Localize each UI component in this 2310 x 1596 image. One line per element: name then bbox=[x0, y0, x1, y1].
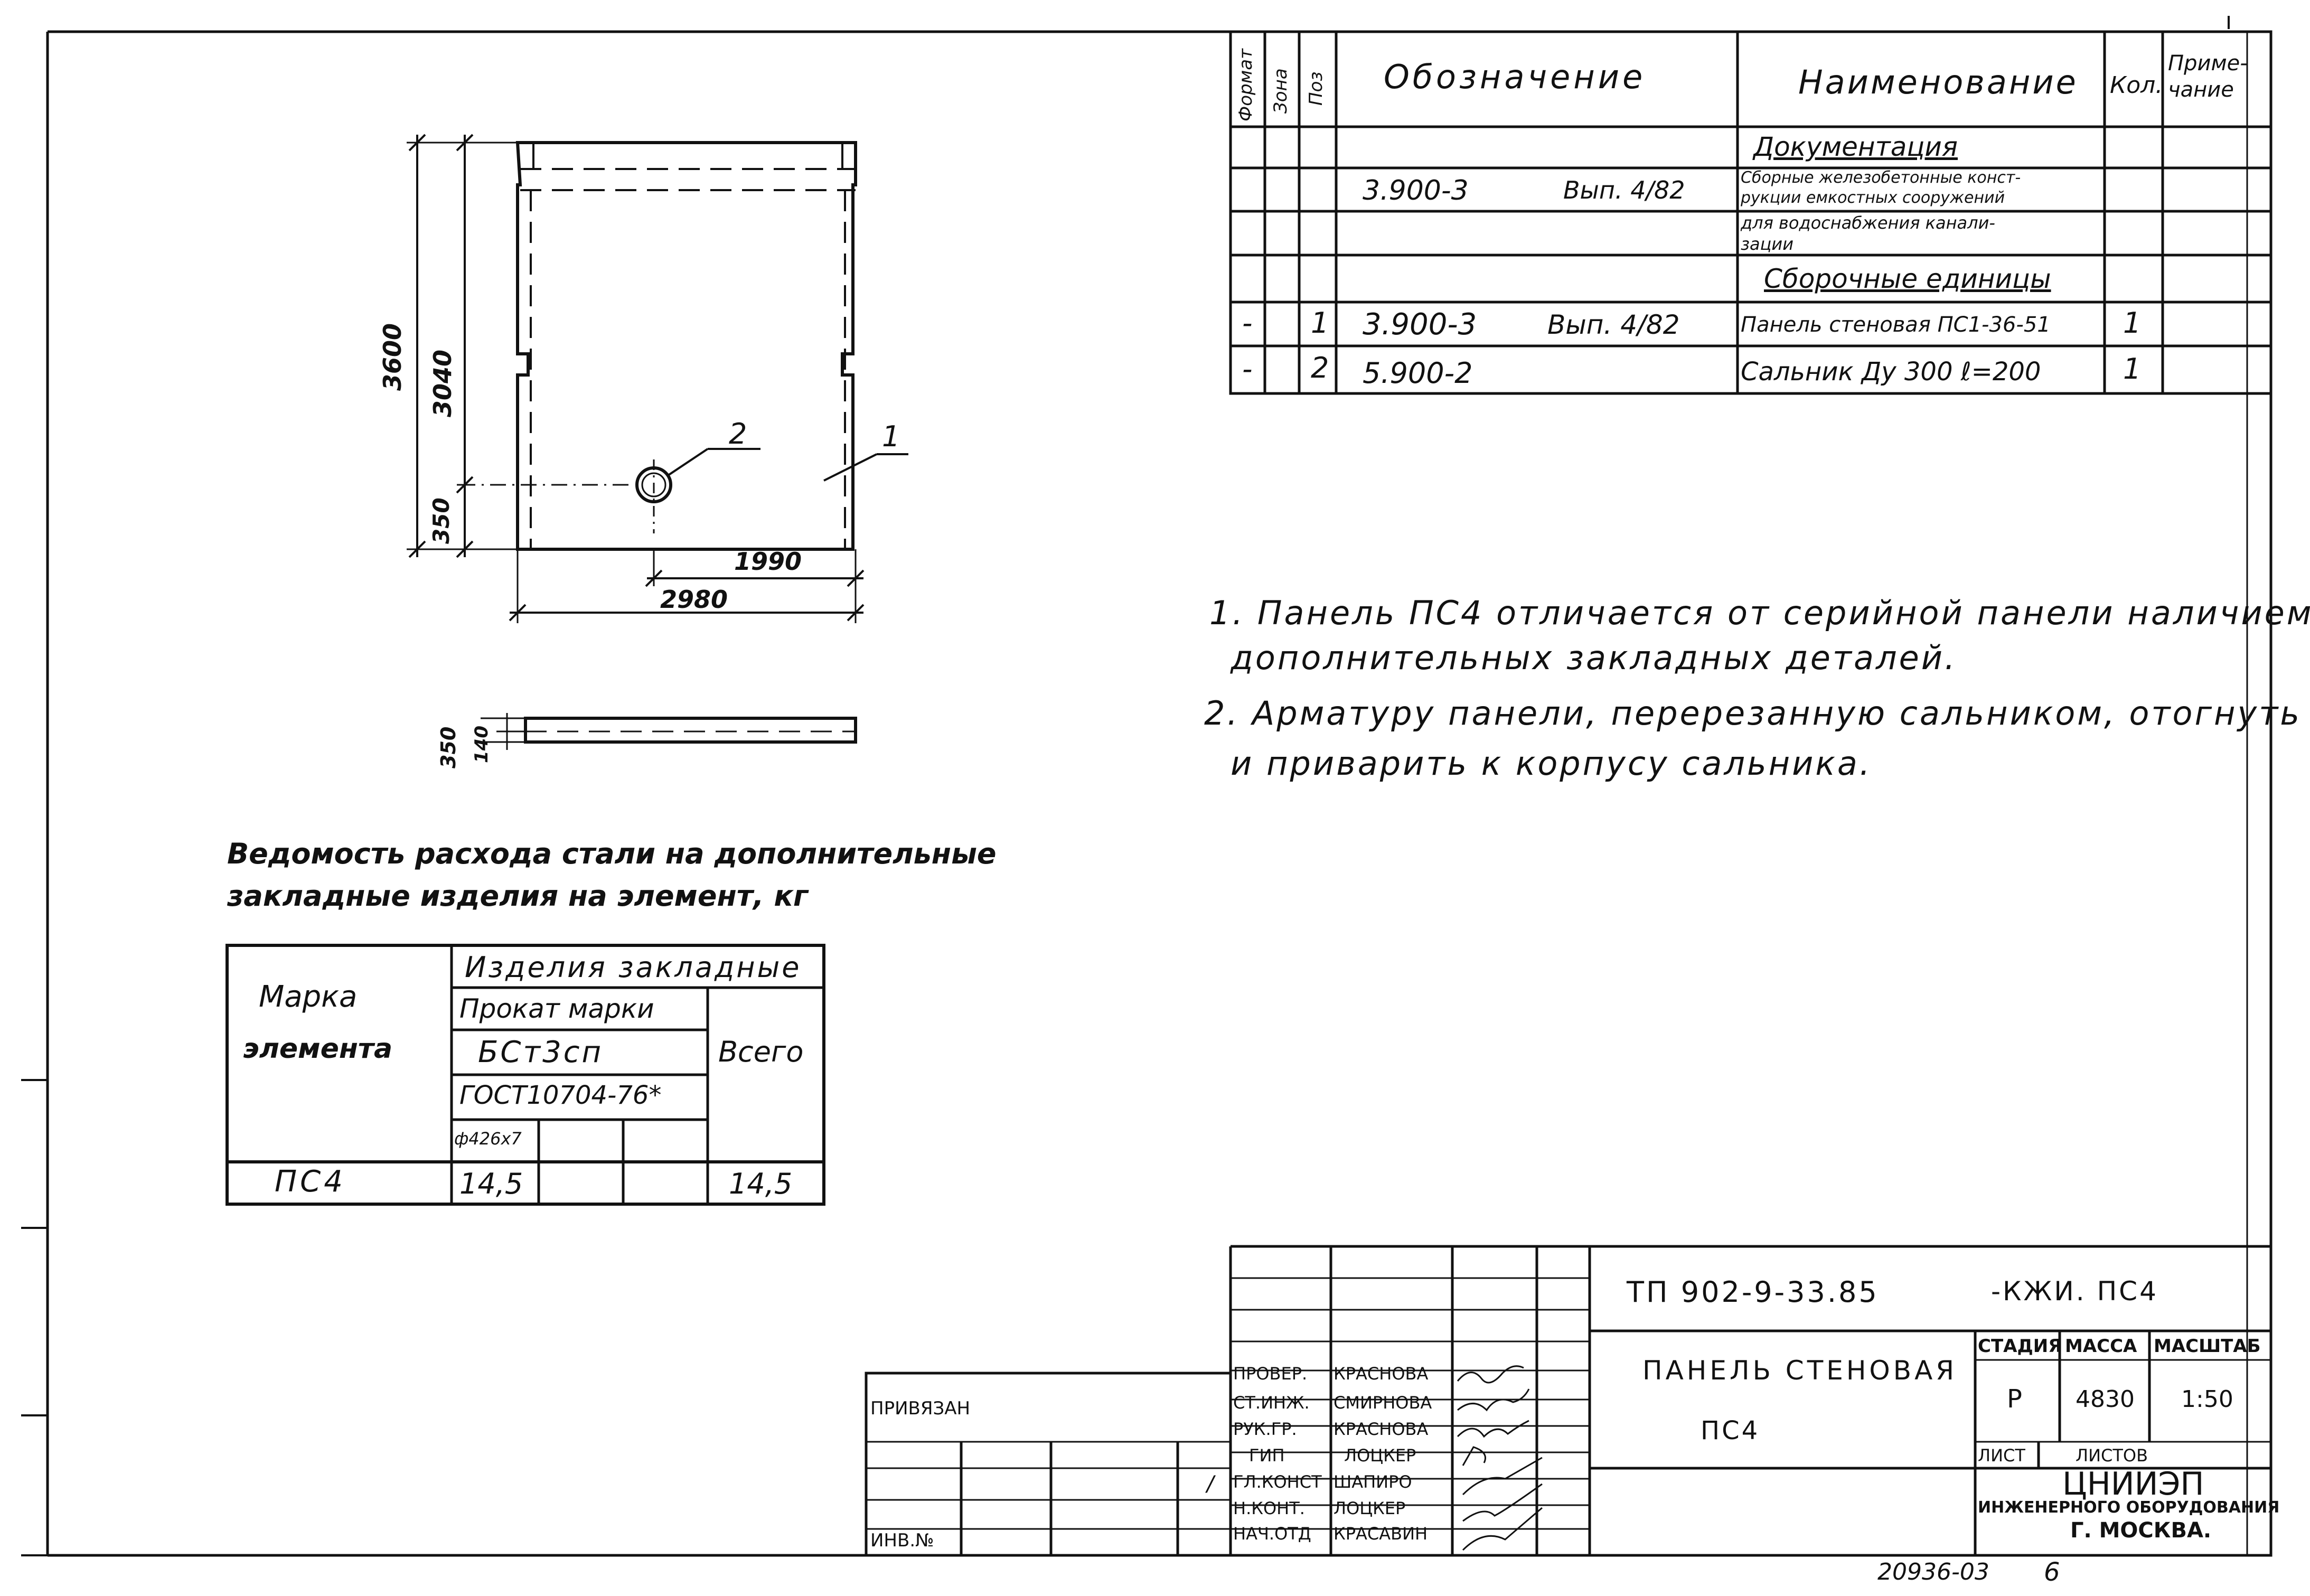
note-1-line-1: 1. Панель ПС4 отличается от серийной пан… bbox=[1209, 594, 2310, 632]
spec-row2-format: - bbox=[1242, 352, 1253, 386]
stamp-name-4: ЛОЦКЕР bbox=[1344, 1445, 1416, 1466]
stamp-role-3: РУК.ГР. bbox=[1233, 1419, 1297, 1439]
signature-3 bbox=[1457, 1420, 1529, 1438]
steel-col-mark-2: элемента bbox=[243, 1033, 393, 1065]
spec-row1-issue: Вып. 4/82 bbox=[1547, 309, 1680, 340]
dim-side-350: 350 bbox=[437, 726, 460, 768]
footer-number: 20936-03 bbox=[1877, 1559, 1989, 1585]
stamp-stage: Р bbox=[2007, 1384, 2022, 1414]
signature-2 bbox=[1457, 1388, 1530, 1412]
stamp-name-6: ЛОЦКЕР bbox=[1334, 1498, 1406, 1518]
spec-row2-designation: 5.900-2 bbox=[1363, 356, 1473, 390]
stamp-name-7: КРАСАВИН bbox=[1334, 1524, 1428, 1544]
stamp-org-3: Г. МОСКВА. bbox=[2070, 1518, 2212, 1543]
spec-header-designation: Обозначение bbox=[1384, 58, 1646, 96]
signature-5 bbox=[1462, 1457, 1543, 1496]
spec-row2-name: Сальник Ду 300 ℓ=200 bbox=[1741, 357, 2041, 387]
stamp-mass-header: МАССА bbox=[2065, 1336, 2137, 1357]
stamp-role-1: ПРОВЕР. bbox=[1233, 1364, 1308, 1384]
stamp-name-5: ШАПИРО bbox=[1334, 1472, 1412, 1492]
signature-6 bbox=[1462, 1483, 1543, 1522]
stamp-code: ТП 902-9-33.85 bbox=[1627, 1275, 1879, 1309]
spec-header-format: Формат bbox=[1235, 49, 1256, 121]
steel-sub-2: БСт3сп bbox=[478, 1035, 604, 1069]
dim-1990: 1990 bbox=[734, 547, 802, 576]
stamp-sheet-code: -КЖИ. ПС4 bbox=[1991, 1276, 2158, 1307]
steel-title-2: закладные изделия на элемент, кг bbox=[227, 879, 809, 913]
spec-section-doc: Документация bbox=[1753, 132, 1958, 162]
dim-side-140: 140 bbox=[471, 726, 492, 763]
spec-row2-qty: 1 bbox=[2123, 352, 2142, 386]
note-2-line-1: 2. Арматуру панели, перерезанную сальник… bbox=[1204, 694, 2302, 733]
spec-row1-pos: 1 bbox=[1311, 306, 1329, 340]
steel-row-total: 14,5 bbox=[729, 1167, 793, 1200]
spec-doc-name-3: для водоснабжения канали- bbox=[1741, 213, 1995, 233]
stamp-inv-no: ИНВ.№ bbox=[870, 1530, 934, 1551]
stamp-role-6: Н.КОНТ. bbox=[1233, 1498, 1305, 1518]
spec-row1-format: - bbox=[1242, 306, 1253, 340]
dim-2980: 2980 bbox=[660, 585, 728, 614]
spec-header-pos: Поз bbox=[1306, 71, 1327, 106]
footer-page: 6 bbox=[2044, 1557, 2060, 1587]
spec-doc-designation: 3.900-3 bbox=[1363, 175, 1469, 206]
stamp-scale-header: МАСШТАБ bbox=[2154, 1336, 2261, 1357]
signature-1 bbox=[1457, 1365, 1524, 1384]
signature-4 bbox=[1462, 1446, 1486, 1466]
stamp-name-1: КРАСНОВА bbox=[1334, 1364, 1429, 1384]
stamp-scale: 1:50 bbox=[2181, 1386, 2233, 1413]
stamp-role-2: СТ.ИНЖ. bbox=[1233, 1393, 1310, 1413]
spec-doc-name-2: рукции емкостных сооружений bbox=[1741, 189, 2005, 207]
stamp-org-2: ИНЖЕНЕРНОГО ОБОРУДОВАНИЯ bbox=[1978, 1498, 2280, 1517]
spec-doc-name-1: Сборные железобетонные конст- bbox=[1741, 168, 2021, 187]
steel-col-total: Всего bbox=[718, 1035, 804, 1068]
leader-label-1: 1 bbox=[882, 420, 900, 453]
spec-row1-qty: 1 bbox=[2123, 306, 2142, 340]
stamp-name-2: СМИРНОВА bbox=[1334, 1393, 1432, 1413]
stamp-role-5: ГЛ.КОНСТ bbox=[1233, 1472, 1322, 1492]
leader-label-2: 2 bbox=[729, 417, 747, 450]
stamp-org-1: ЦНИИЭП bbox=[2062, 1466, 2204, 1503]
spec-header-qty: Кол. bbox=[2110, 72, 2163, 99]
signature-7 bbox=[1462, 1507, 1543, 1551]
dim-3040: 3040 bbox=[428, 349, 457, 417]
panel-outline bbox=[515, 141, 857, 551]
stamp-mass: 4830 bbox=[2076, 1386, 2135, 1413]
note-2-line-2: и приварить к корпусу сальника. bbox=[1231, 744, 1872, 783]
spec-header-zone: Зона bbox=[1270, 68, 1291, 114]
panel-side-view bbox=[524, 717, 857, 744]
spec-row2-pos: 2 bbox=[1311, 351, 1329, 384]
steel-row-mark: ПС4 bbox=[275, 1165, 346, 1199]
page-frame bbox=[48, 30, 2273, 1557]
spec-section-asm: Сборочные единицы bbox=[1764, 264, 2051, 294]
stamp-slash: / bbox=[1207, 1472, 1214, 1496]
stamp-role-7: НАЧ.ОТД bbox=[1233, 1524, 1311, 1544]
spec-row1-designation: 3.900-3 bbox=[1363, 307, 1477, 342]
steel-sub-1: Прокат марки bbox=[459, 993, 654, 1024]
steel-sub-4: ф426х7 bbox=[454, 1129, 522, 1149]
note-1-line-2: дополнительных закладных деталей. bbox=[1231, 639, 1957, 677]
stamp-privyazan: ПРИВЯЗАН bbox=[870, 1398, 971, 1419]
spec-header-note: Приме-чание bbox=[2168, 51, 2248, 102]
stamp-sheet-header: ЛИСТ bbox=[1978, 1445, 2025, 1466]
spec-header-name: Наименование bbox=[1798, 63, 2078, 101]
spec-doc-name-4: зации bbox=[1741, 234, 1793, 254]
steel-sub-3: ГОСТ10704-76* bbox=[459, 1081, 662, 1110]
stamp-title-1: ПАНЕЛЬ СТЕНОВАЯ bbox=[1642, 1355, 1958, 1386]
stamp-role-4: ГИП bbox=[1249, 1445, 1285, 1466]
dim-3600: 3600 bbox=[378, 323, 407, 391]
stamp-title-2: ПС4 bbox=[1701, 1416, 1760, 1445]
stamp-name-3: КРАСНОВА bbox=[1334, 1419, 1429, 1439]
steel-col-mark-1: Марка bbox=[259, 980, 358, 1014]
spec-doc-issue: Вып. 4/82 bbox=[1563, 176, 1685, 204]
dim-350: 350 bbox=[428, 497, 454, 544]
stamp-sheets-header: ЛИСТОВ bbox=[2076, 1445, 2148, 1466]
stamp-stage-header: СТАДИЯ bbox=[1978, 1336, 2062, 1357]
steel-row-value: 14,5 bbox=[459, 1167, 523, 1200]
steel-group-header: Изделия закладные bbox=[465, 951, 802, 984]
spec-row1-name: Панель стеновая ПС1-36-51 bbox=[1741, 313, 2051, 337]
steel-title-1: Ведомость расхода стали на дополнительны… bbox=[227, 837, 997, 870]
